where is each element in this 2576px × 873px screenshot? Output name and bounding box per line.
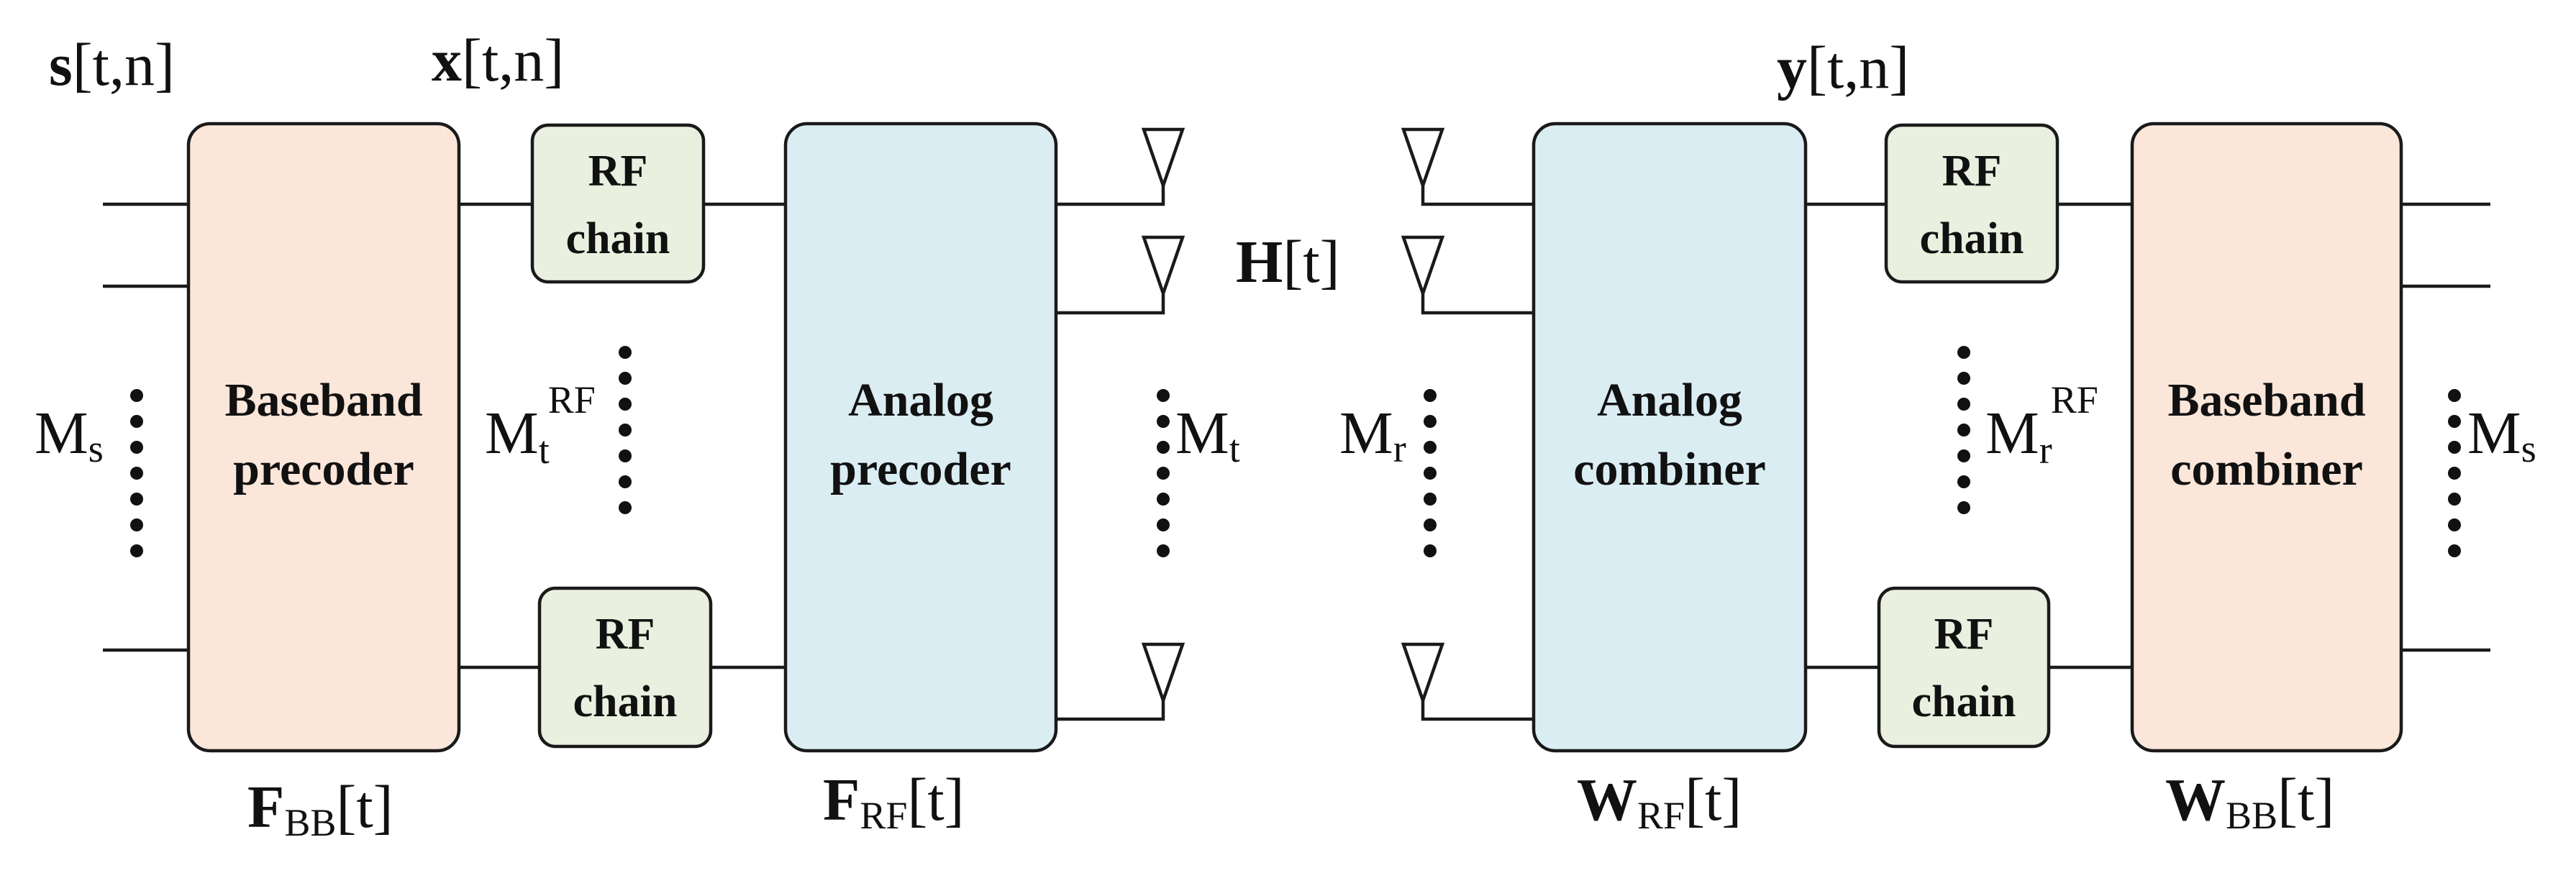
antenna-icon: [1401, 642, 1445, 705]
rf-chain-box: [1884, 123, 2060, 284]
baseband-combiner-block: Baseband combiner: [2130, 122, 2403, 753]
antenna-icon: [1141, 642, 1185, 705]
analog-precoder-box: [783, 122, 1058, 753]
dim-label-mr-rf: MrRF: [1985, 378, 2098, 472]
ellipsis-dots: [130, 346, 2461, 557]
dots-ms-right: [2448, 389, 2461, 557]
rf-chain-label-line2: chain: [566, 214, 670, 263]
wires: [103, 186, 2490, 721]
rf-chain-label-line1: RF: [1942, 147, 2002, 196]
antenna-icon: [1141, 235, 1185, 298]
dots-ms-left: [130, 389, 143, 557]
analog-precoder-block: Analog precoder: [783, 122, 1058, 753]
matrix-label-w-rf: WRF[t]: [1577, 767, 1742, 837]
antenna-icon: [1401, 127, 1445, 191]
baseband-precoder-block: Baseband precoder: [186, 122, 461, 753]
baseband-combiner-box: [2130, 122, 2403, 753]
dim-label-mt-rf: MtRF: [485, 378, 596, 472]
matrix-label-f-bb: FBB[t]: [247, 774, 393, 844]
dim-label-mr: Mr: [1339, 400, 1406, 470]
rf-chain-box: [1877, 586, 2051, 749]
analog-combiner-block: Analog combiner: [1532, 122, 1808, 753]
dots-mr-rf: [1957, 346, 1970, 514]
matrix-label-f-rf: FRF[t]: [823, 767, 965, 837]
signal-label-s: s[t,n]: [49, 32, 175, 99]
rf-chain-label-line1: RF: [588, 147, 648, 196]
dim-label-mt: Mt: [1175, 400, 1240, 470]
rf-chain-tx-bottom: RF chain: [537, 586, 713, 749]
rf-chain-label-line2: chain: [1920, 214, 2024, 263]
dots-mr: [1424, 389, 1437, 557]
signal-label-x: x[t,n]: [432, 27, 564, 94]
dim-label-ms-right: Ms: [2467, 400, 2536, 470]
tx-antennas: [1141, 127, 1185, 705]
block-label-line2: precoder: [233, 443, 414, 495]
baseband-precoder-box: [186, 122, 461, 753]
channel-label-h: H[t]: [1236, 229, 1340, 296]
block-label-line2: precoder: [830, 443, 1011, 495]
block-label-line1: Analog: [848, 374, 993, 426]
dim-label-ms-left: Ms: [35, 400, 104, 470]
rf-chain-rx-bottom: RF chain: [1877, 586, 2051, 749]
block-label-line2: combiner: [1573, 443, 1766, 495]
antenna-icon: [1141, 127, 1185, 191]
dots-mt-rf: [619, 346, 632, 514]
rf-chain-label-line2: chain: [1912, 677, 2016, 726]
signal-label-y: y[t,n]: [1777, 35, 1909, 101]
block-label-line1: Analog: [1597, 374, 1742, 426]
rf-chain-label-line2: chain: [573, 677, 678, 726]
rf-chain-tx-top: RF chain: [530, 123, 706, 284]
rf-chain-box: [530, 123, 706, 284]
block-label-line1: Baseband: [224, 374, 422, 426]
rf-chain-rx-top: RF chain: [1884, 123, 2060, 284]
rf-chain-label-line1: RF: [596, 610, 655, 659]
block-label-line1: Baseband: [2167, 374, 2365, 426]
dots-mt: [1157, 389, 1170, 557]
antenna-icon: [1401, 235, 1445, 298]
analog-combiner-box: [1532, 122, 1808, 753]
rf-chain-box: [537, 586, 713, 749]
block-label-line2: combiner: [2170, 443, 2363, 495]
rx-antennas: [1401, 127, 1445, 705]
rf-chain-label-line1: RF: [1934, 610, 1994, 659]
matrix-label-w-bb: WBB[t]: [2165, 767, 2334, 837]
